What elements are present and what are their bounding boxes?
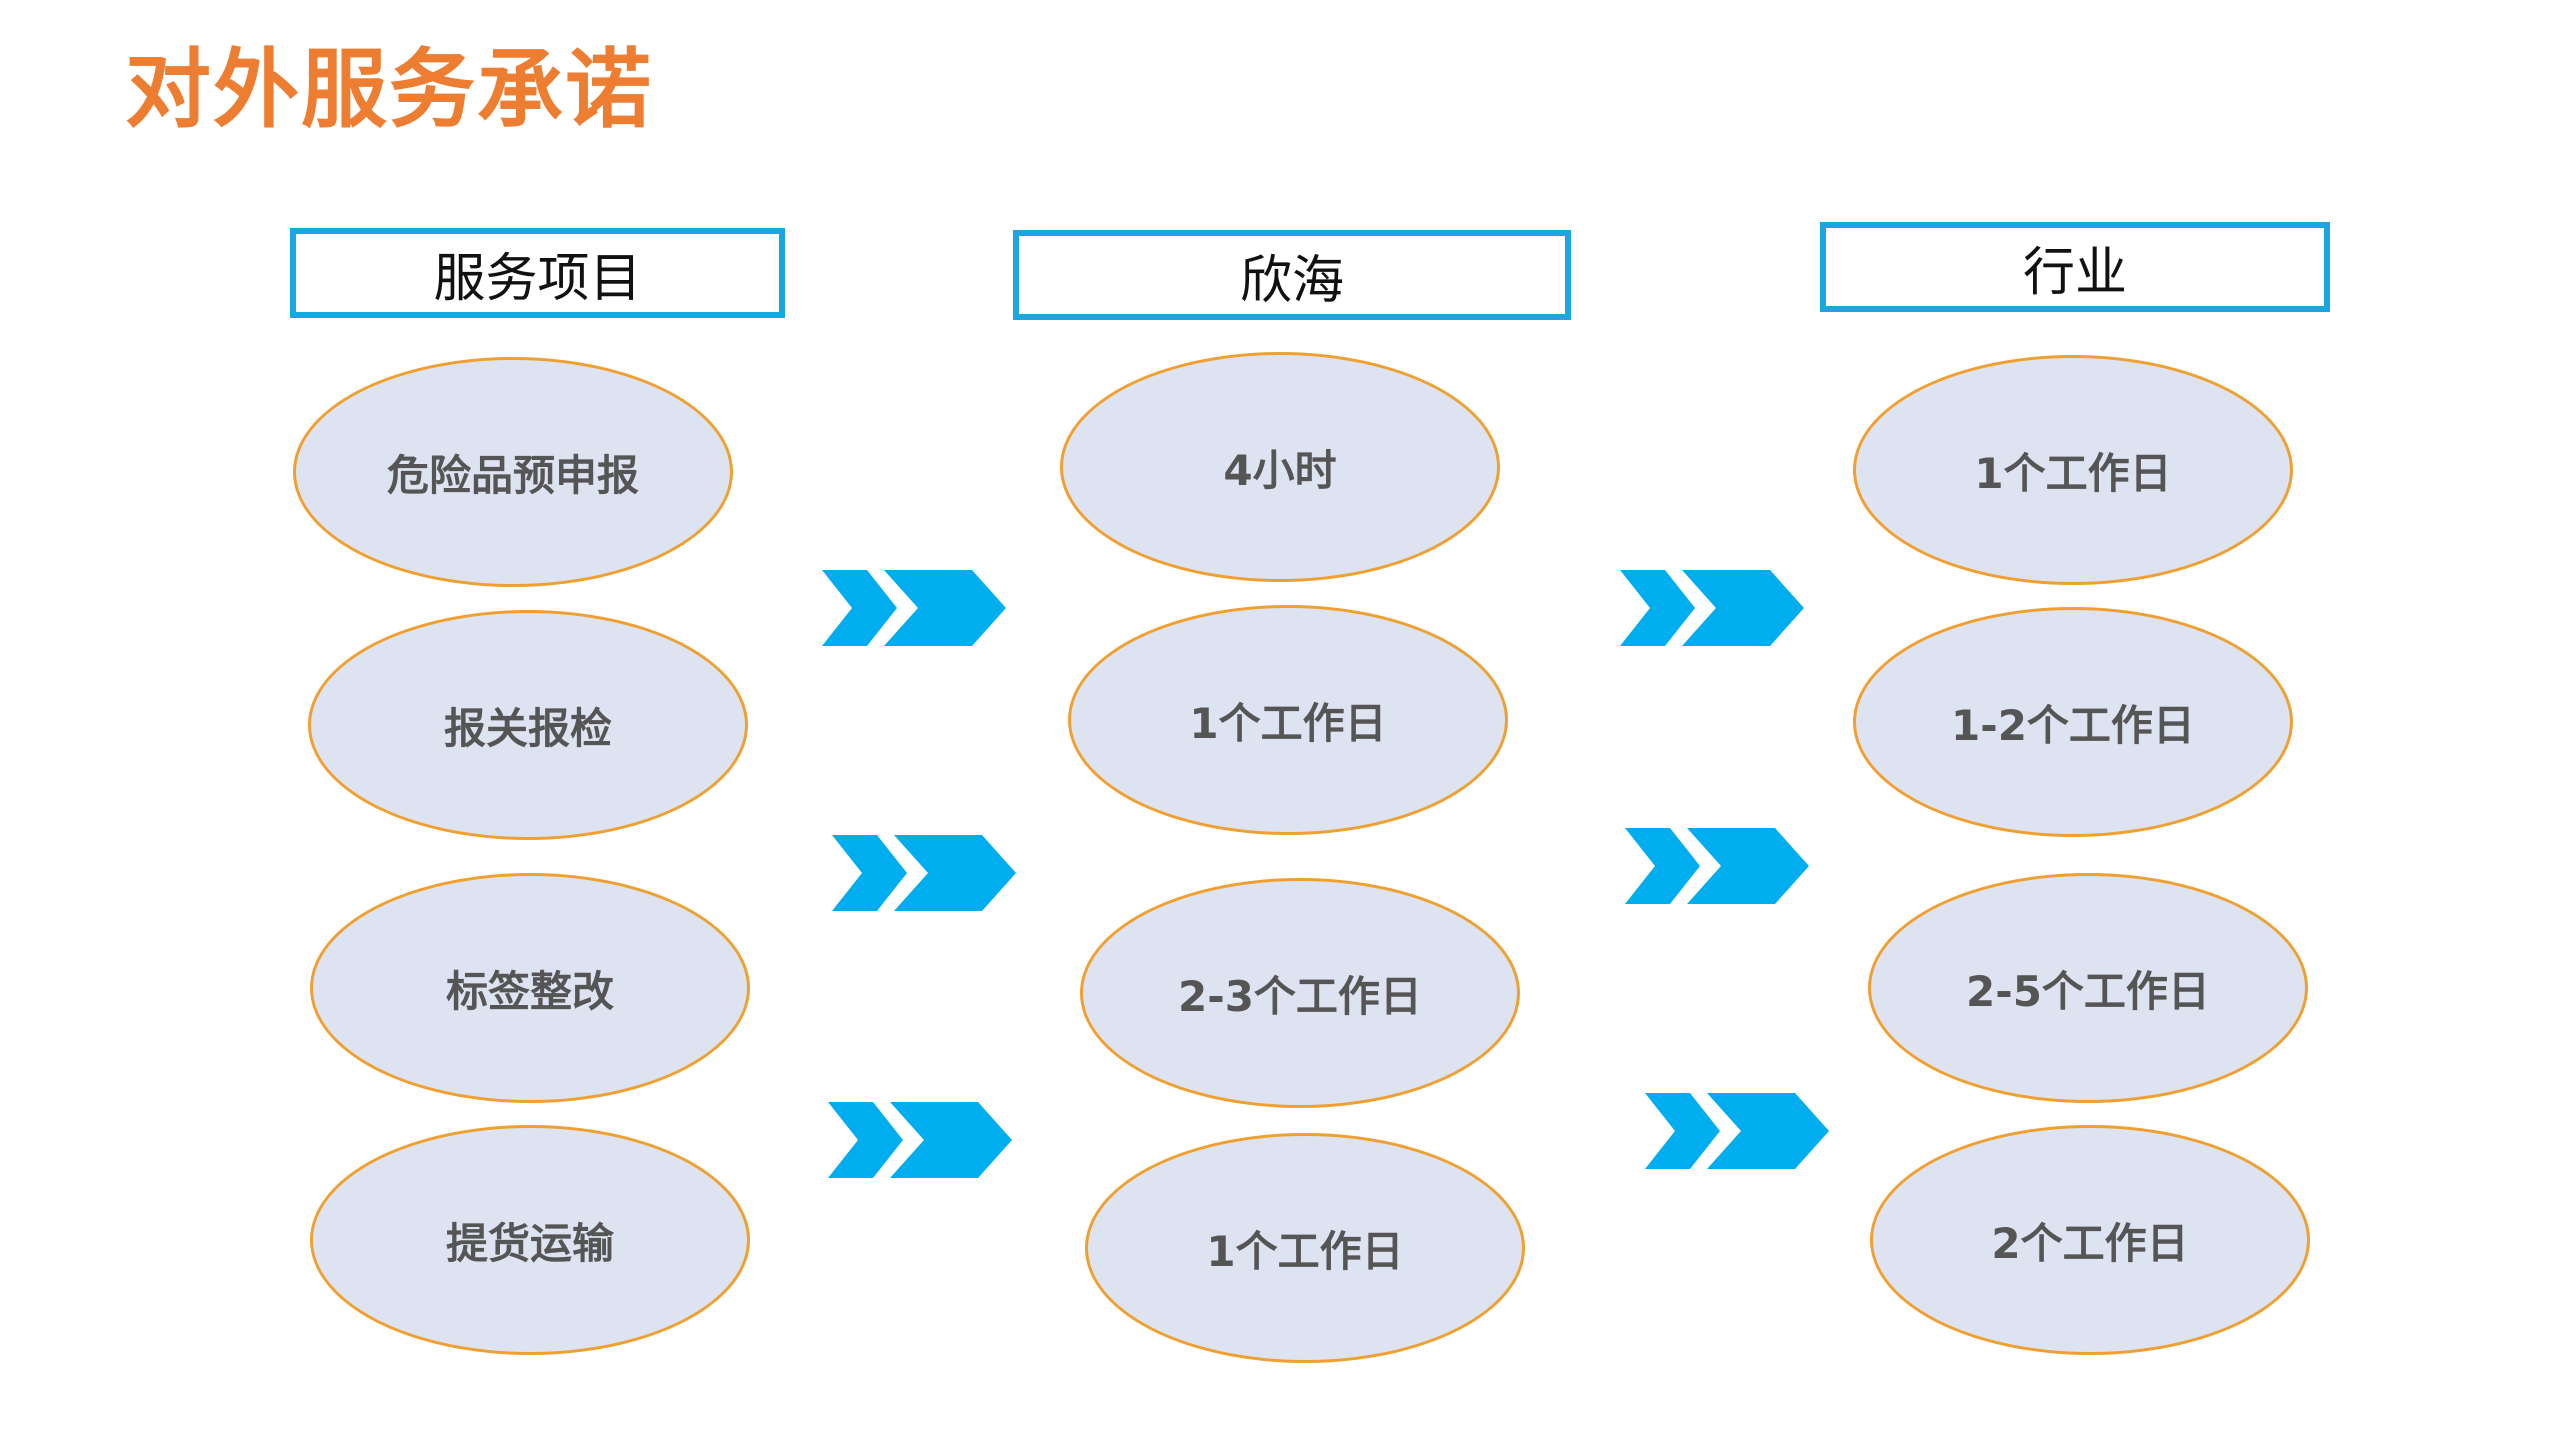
service-item-3: 标签整改 [310, 873, 750, 1103]
industry-time-2: 1-2个工作日 [1853, 607, 2293, 837]
double-chevron-right-icon [828, 1102, 1012, 1178]
xinhai-time-3: 2-3个工作日 [1080, 878, 1520, 1108]
service-item-4: 提货运输 [310, 1125, 750, 1355]
double-chevron-right-icon [1620, 570, 1804, 646]
double-chevron-right-icon [1625, 828, 1809, 904]
industry-time-1: 1个工作日 [1853, 355, 2293, 585]
header-xinhai: 欣海 [1013, 230, 1571, 320]
service-item-2: 报关报检 [308, 610, 748, 840]
double-chevron-right-icon [1645, 1093, 1829, 1169]
industry-time-4: 2个工作日 [1870, 1125, 2310, 1355]
double-chevron-right-icon [822, 570, 1006, 646]
industry-time-3: 2-5个工作日 [1868, 873, 2308, 1103]
header-services: 服务项目 [290, 228, 785, 318]
xinhai-time-2: 1个工作日 [1068, 605, 1508, 835]
double-chevron-right-icon [832, 835, 1016, 911]
page-title: 对外服务承诺 [125, 40, 653, 140]
xinhai-time-4: 1个工作日 [1085, 1133, 1525, 1363]
xinhai-time-1: 4小时 [1060, 352, 1500, 582]
service-item-1: 危险品预申报 [293, 357, 733, 587]
header-industry: 行业 [1820, 222, 2330, 312]
